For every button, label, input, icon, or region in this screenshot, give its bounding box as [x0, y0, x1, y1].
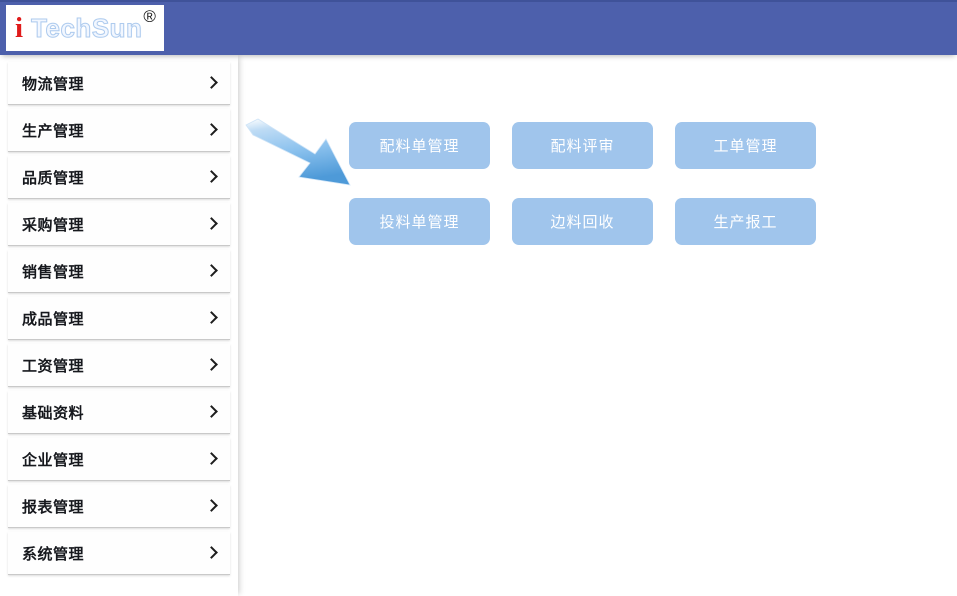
- sidebar-item-shengchan-guanli[interactable]: 生产管理: [8, 109, 230, 152]
- logo-wordmark: TechSun: [31, 13, 143, 43]
- sidebar-menu: 物流管理 生产管理 品质管理 采购管理 销售管理 成品管理: [0, 55, 238, 575]
- chevron-right-icon: [206, 404, 218, 420]
- chevron-right-icon: [206, 498, 218, 514]
- chevron-right-icon: [206, 169, 218, 185]
- tile-shengchan-baogong[interactable]: 生产报工: [675, 198, 816, 245]
- sidebar-item-label: 报表管理: [22, 497, 85, 516]
- sidebar-item-label: 系统管理: [22, 544, 85, 563]
- sidebar-item-qiye-guanli[interactable]: 企业管理: [8, 438, 230, 481]
- sidebar-item-label: 销售管理: [22, 262, 85, 281]
- tile-gongdan-guanli[interactable]: 工单管理: [675, 122, 816, 169]
- sidebar-item-label: 工资管理: [22, 356, 85, 375]
- tile-touliaodan-guanli[interactable]: 投料单管理: [349, 198, 490, 245]
- sidebar-item-label: 企业管理: [22, 450, 85, 469]
- chevron-right-icon: [206, 263, 218, 279]
- chevron-right-icon: [206, 216, 218, 232]
- tile-row: 配料单管理 配料评审 工单管理: [349, 122, 816, 169]
- sidebar-item-chengpin-guanli[interactable]: 成品管理: [8, 297, 230, 340]
- sidebar-item-pinzhi-guanli[interactable]: 品质管理: [8, 156, 230, 199]
- sidebar-item-label: 成品管理: [22, 309, 85, 328]
- chevron-right-icon: [206, 75, 218, 91]
- sidebar-item-wuliu-guanli[interactable]: 物流管理: [8, 62, 230, 105]
- sidebar-item-xiaoshou-guanli[interactable]: 销售管理: [8, 250, 230, 293]
- tile-peiliao-pingshen[interactable]: 配料评审: [512, 122, 653, 169]
- sidebar-item-gongzi-guanli[interactable]: 工资管理: [8, 344, 230, 387]
- sidebar-item-label: 采购管理: [22, 215, 85, 234]
- chevron-right-icon: [206, 310, 218, 326]
- sidebar-item-caigou-guanli[interactable]: 采购管理: [8, 203, 230, 246]
- chevron-right-icon: [206, 357, 218, 373]
- sidebar: 物流管理 生产管理 品质管理 采购管理 销售管理 成品管理: [0, 55, 238, 596]
- app-header: i TechSun ®: [0, 0, 957, 55]
- logo[interactable]: i TechSun ®: [6, 5, 164, 51]
- chevron-right-icon: [206, 451, 218, 467]
- tile-row: 投料单管理 边料回收 生产报工: [349, 198, 816, 245]
- registered-trademark-icon: ®: [143, 7, 156, 26]
- main-content: 配料单管理 配料评审 工单管理 投料单管理 边料回收 生产报工: [238, 55, 957, 596]
- chevron-right-icon: [206, 122, 218, 138]
- sidebar-item-xitong-guanli[interactable]: 系统管理: [8, 532, 230, 575]
- sidebar-item-baobiao-guanli[interactable]: 报表管理: [8, 485, 230, 528]
- module-tile-grid: 配料单管理 配料评审 工单管理 投料单管理 边料回收 生产报工: [349, 122, 816, 274]
- sidebar-item-label: 基础资料: [22, 403, 85, 422]
- tile-bianliao-huishou[interactable]: 边料回收: [512, 198, 653, 245]
- sidebar-item-label: 品质管理: [22, 168, 85, 187]
- logo-i-icon: i: [15, 11, 24, 44]
- arrow-pointing-down-right-icon: [245, 118, 351, 186]
- tile-peiliaodan-guanli[interactable]: 配料单管理: [349, 122, 490, 169]
- chevron-right-icon: [206, 545, 218, 561]
- sidebar-item-label: 生产管理: [22, 121, 85, 140]
- sidebar-item-label: 物流管理: [22, 74, 85, 93]
- sidebar-item-jichu-ziliao[interactable]: 基础资料: [8, 391, 230, 434]
